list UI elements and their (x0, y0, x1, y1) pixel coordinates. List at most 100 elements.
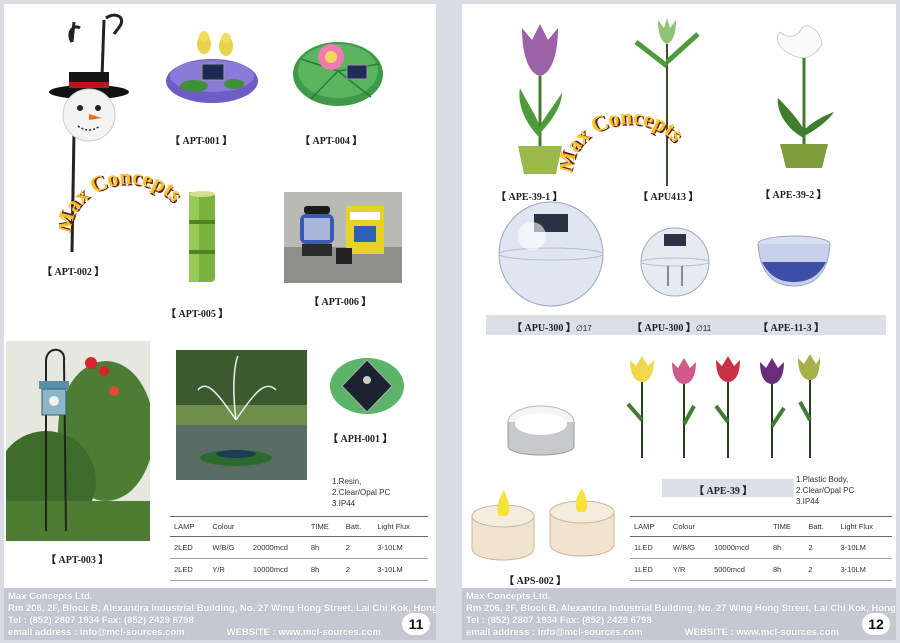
spec-list: 1.Plastic Body, 2.Clear/Opal PC 3.IP44 (796, 474, 854, 507)
spec-item: 1.Plastic Body, (796, 475, 849, 484)
product-label-aph-001: 【 APH-001 】 (328, 434, 393, 445)
column-header (249, 517, 307, 537)
table-cell: 8h (310, 565, 320, 574)
table-cell: 8h (310, 543, 320, 552)
catalog-page-12: 【 APE-39-1 】 【 APU413 】 【 APE-39-2 】 【 A… (462, 4, 896, 640)
company-website: WEBSITE : www.mcl-sources.com (226, 627, 381, 638)
product-photo-ape-39-1 (510, 18, 570, 178)
column-header (710, 517, 769, 537)
product-photo-ape-11-3 (756, 234, 832, 290)
product-photo-apt-006 (284, 192, 402, 283)
company-address: Rm 206, 2F, Block B, Alexandra Industria… (8, 603, 436, 614)
product-photo-aps-002 (468, 488, 618, 568)
table-cell: 3-10LM (377, 543, 403, 552)
table-cell: 5000mcd (714, 565, 745, 574)
product-photo-tealight (506, 402, 576, 470)
product-label-apt-005: 【 APT-005 】 (166, 309, 229, 320)
column-header: TIME (310, 522, 329, 531)
spec-item: 2.Clear/Opal PC (332, 488, 391, 497)
table-cell: 8h (772, 543, 782, 552)
product-photo-apt-005 (187, 190, 217, 284)
product-label-apt-002: 【 APT-002 】 (42, 267, 105, 278)
product-photo-apu413 (630, 16, 704, 188)
company-phone: Tel : (852) 2807 1934 Fax: (852) 2429 67… (466, 615, 652, 626)
table-cell: 1LED (634, 565, 653, 574)
company-name: Max Concepts Ltd. (466, 591, 551, 602)
company-address: Rm 206, 2F, Block B, Alexandra Industria… (466, 603, 896, 614)
product-label-apu-300-large: 【 APU-300 】∅17 (512, 323, 592, 334)
page-footer: Max Concepts Ltd. Rm 206, 2F, Block B, A… (462, 588, 896, 640)
table-cell: 2LED (174, 565, 193, 574)
table-cell: 10000mcd (714, 543, 750, 552)
company-website: WEBSITE : www.mcl-sources.com (684, 627, 839, 638)
product-photo-apt-003 (6, 341, 150, 541)
spec-item: 2.Clear/Opal PC (796, 486, 855, 495)
table-cell: 3-10LM (840, 565, 866, 574)
table-cell: 2LED (174, 543, 193, 552)
column-header: LAMP (174, 522, 195, 531)
spec-item: 3.IP44 (796, 497, 820, 506)
column-header: TIME (772, 522, 791, 531)
product-photo-apu-300-large (496, 200, 606, 308)
table-cell: 2 (345, 565, 350, 574)
table-cell: 3-10LM (377, 565, 403, 574)
watermark-logo: Max Concepts Max Concepts (560, 104, 690, 175)
page-number: 11 (402, 613, 430, 635)
column-header: Light Flux (840, 522, 874, 531)
product-photo-ape-39 (624, 350, 820, 462)
table-row: 2LED Y/R 10000mcd 8h 2 3-10LM (170, 559, 428, 581)
product-label-aps-002: 【 APS-002 】 (504, 576, 567, 587)
table-cell: 8h (772, 565, 782, 574)
product-photo-apt-002 (44, 12, 134, 257)
spec-item: 3.IP44 (332, 499, 356, 508)
table-cell: 2 (808, 565, 813, 574)
product-label-apt-001: 【 APT-001 】 (170, 136, 233, 147)
table-header-row: LAMP Colour TIME Batt. Light Flux (170, 516, 428, 537)
column-header: Batt. (808, 522, 824, 531)
product-photo-apt-001 (164, 26, 259, 111)
spec-table: LAMP Colour TIME Batt. Light Flux 2LED W… (170, 516, 428, 581)
spec-list: 1.Resin, 2.Clear/Opal PC 3.IP44 (332, 476, 390, 509)
table-cell: 2 (345, 543, 350, 552)
column-header: Colour (672, 522, 695, 531)
table-cell: W/B/G (212, 543, 235, 552)
watermark-logo: Max Concepts Max Concepts (59, 164, 189, 235)
column-header: Colour (212, 522, 235, 531)
column-header: Batt. (345, 522, 362, 531)
product-label-apu413: 【 APU413 】 (638, 192, 699, 203)
product-label-apu-300-small: 【 APU-300 】∅11 (632, 323, 712, 334)
spec-item: 1.Resin, (332, 477, 362, 486)
table-header-row: LAMP Colour TIME Batt. Light Flux (630, 516, 892, 537)
product-label-apt-003: 【 APT-003 】 (46, 555, 109, 566)
label-band (662, 479, 794, 497)
column-header: LAMP (634, 522, 655, 531)
page-footer: Max Concepts Ltd. Rm 206, 2F, Block B, A… (4, 588, 436, 640)
product-label-apt-004: 【 APT-004 】 (300, 136, 363, 147)
table-cell: Y/R (212, 565, 225, 574)
product-photo-aph-001 (328, 350, 406, 418)
company-phone: Tel : (852) 2807 1934 Fax: (852) 2429 67… (8, 615, 194, 626)
company-name: Max Concepts Ltd. (8, 591, 93, 602)
product-label-ape-39: 【 APE-39 】 (694, 486, 753, 497)
product-label-ape-11-3: 【 APE-11-3 】 (758, 323, 825, 334)
catalog-page-11: 【 APT-001 】 【 APT-004 】 【 APT-002 】 【 AP… (4, 4, 436, 640)
product-photo-apt-004 (291, 29, 385, 111)
table-row: 1LED W/B/G 10000mcd 8h 2 3-10LM (630, 537, 892, 559)
table-cell: Y/R (672, 565, 686, 574)
table-row: 1LED Y/R 5000mcd 8h 2 3-10LM (630, 559, 892, 581)
product-photo-ape-39-2 (762, 18, 842, 174)
spec-table: LAMP Colour TIME Batt. Light Flux 1LED W… (630, 516, 892, 581)
product-label-ape-39-1: 【 APE-39-1 】 (496, 192, 563, 203)
table-cell: 20000mcd (252, 543, 288, 552)
product-label-ape-39-2: 【 APE-39-2 】 (760, 190, 827, 201)
table-cell: W/B/G (672, 543, 695, 552)
product-photo-fountain (176, 350, 307, 480)
product-photo-apu-300-small (638, 226, 712, 298)
table-row: 2LED W/B/G 20000mcd 8h 2 3-10LM (170, 537, 428, 559)
product-label-apt-006: 【 APT-006 】 (309, 297, 372, 308)
table-cell: 1LED (634, 543, 653, 552)
page-number: 12 (862, 613, 890, 635)
table-cell: 10000mcd (252, 565, 288, 574)
